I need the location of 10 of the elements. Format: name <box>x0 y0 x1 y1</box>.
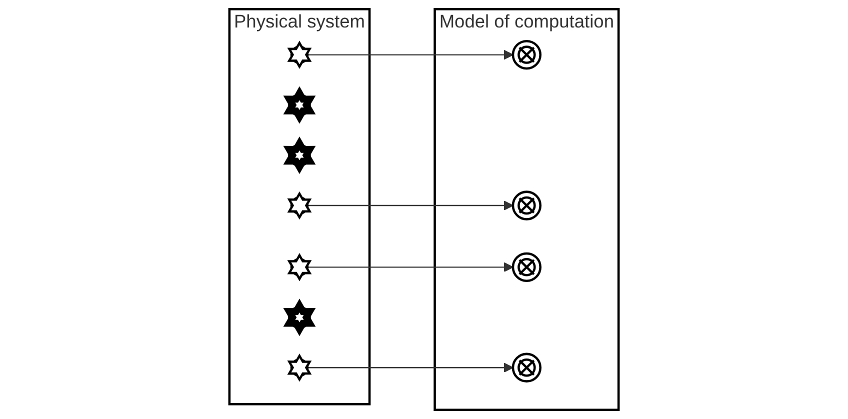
arrow <box>307 200 514 211</box>
cluster: Model of computation <box>434 8 620 411</box>
arrow <box>307 50 514 60</box>
node-circle <box>512 352 542 382</box>
arrow <box>307 362 514 373</box>
cluster: Physical system <box>228 8 371 406</box>
node-circle <box>512 252 542 282</box>
node-circle <box>512 190 542 220</box>
node-circle <box>512 40 542 70</box>
arrow <box>307 262 514 272</box>
